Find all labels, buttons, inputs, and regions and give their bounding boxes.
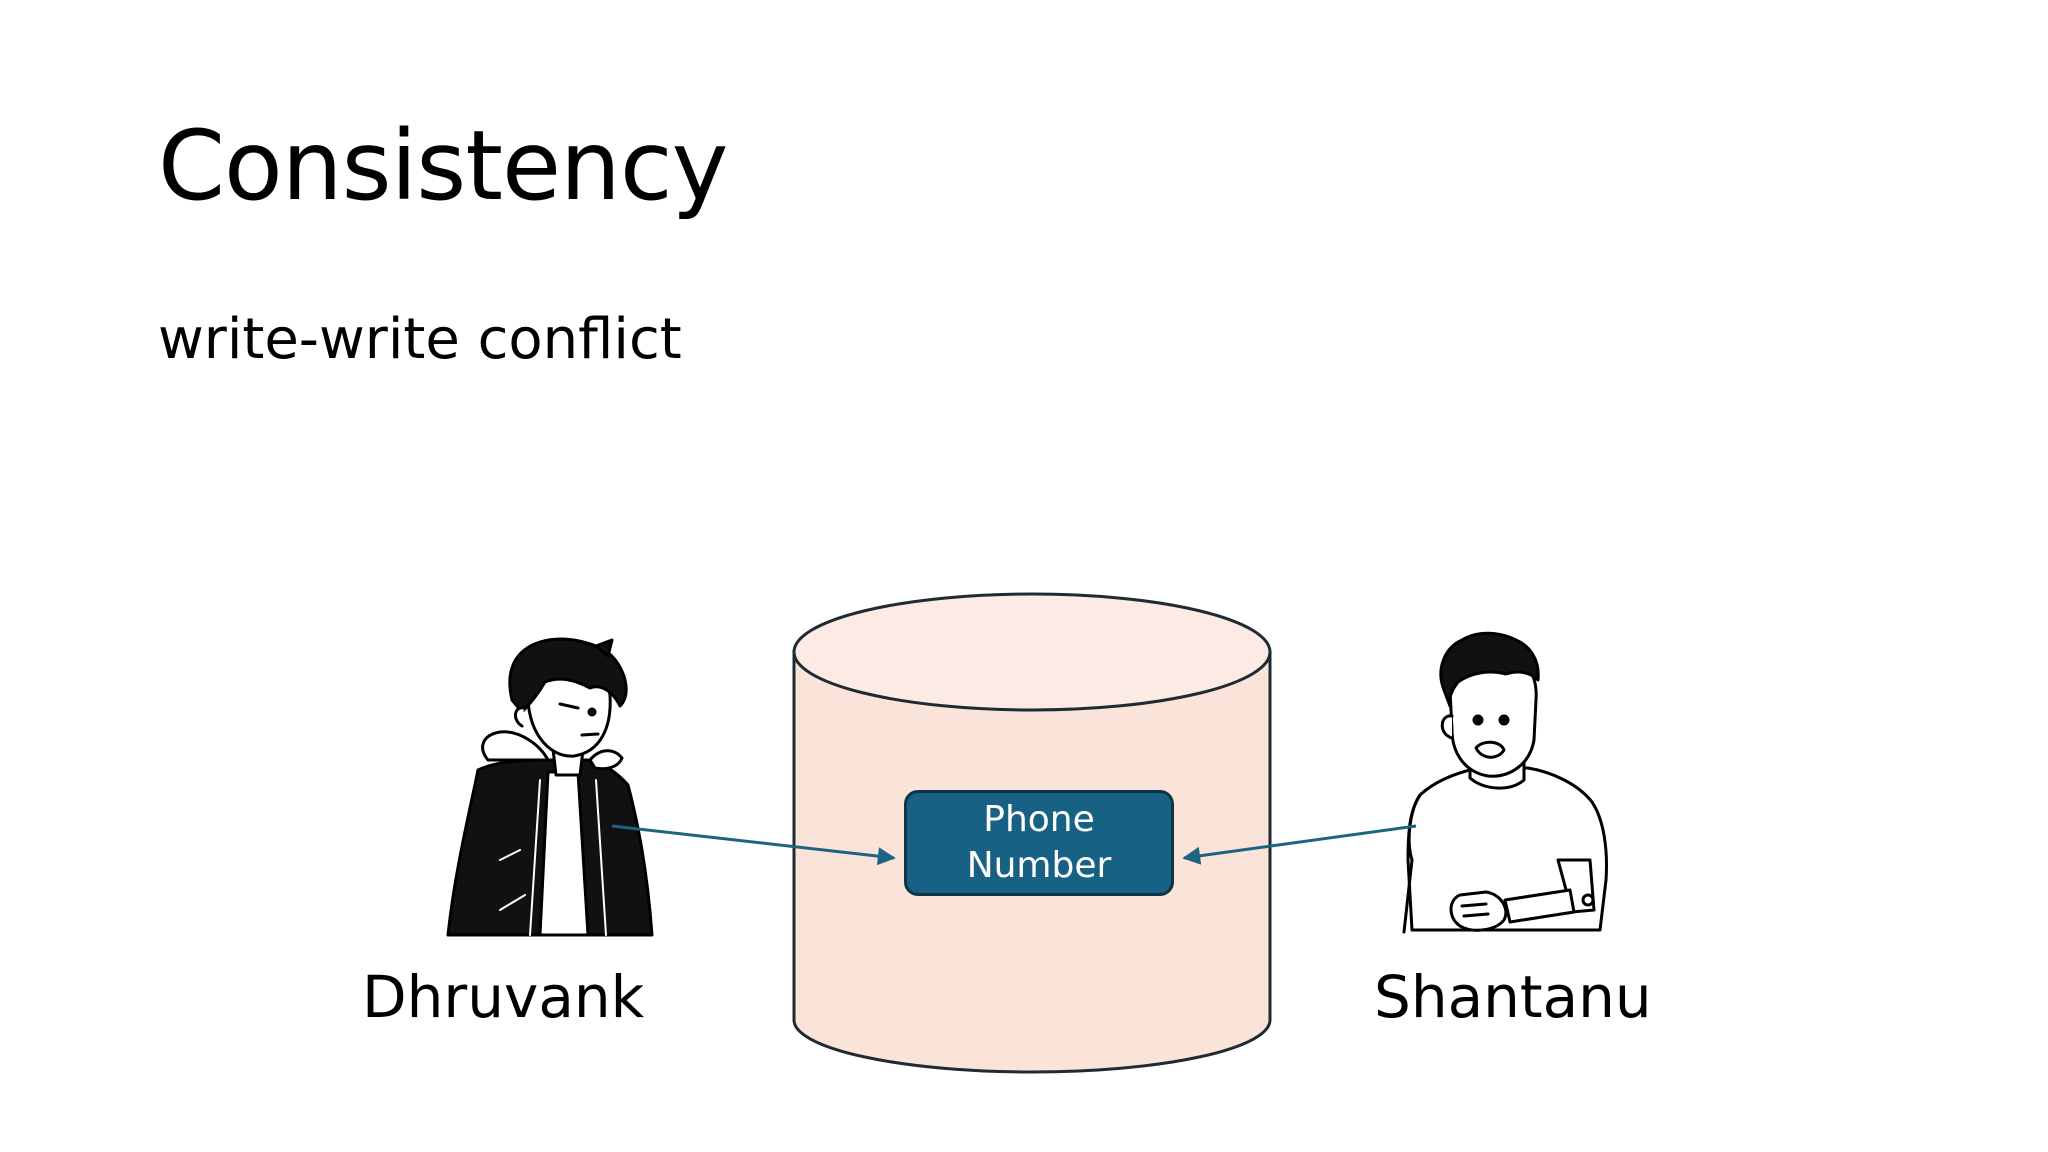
- slide-title: Consistency: [158, 110, 728, 222]
- arrow-shantanu-to-record: [1182, 824, 1417, 865]
- phone-number-record: Phone Number: [904, 790, 1174, 896]
- person-jacket-icon: [446, 637, 654, 937]
- user-name-shantanu: Shantanu: [1374, 963, 1652, 1031]
- arrow-dhruvank-to-record: [611, 824, 896, 866]
- phone-number-label: Phone Number: [966, 799, 1112, 886]
- user-name-dhruvank: Dhruvank: [362, 963, 645, 1031]
- slide-subtitle: write-write conflict: [158, 307, 682, 372]
- person-tshirt-icon: [1402, 631, 1608, 934]
- cylinder-top: [792, 592, 1272, 712]
